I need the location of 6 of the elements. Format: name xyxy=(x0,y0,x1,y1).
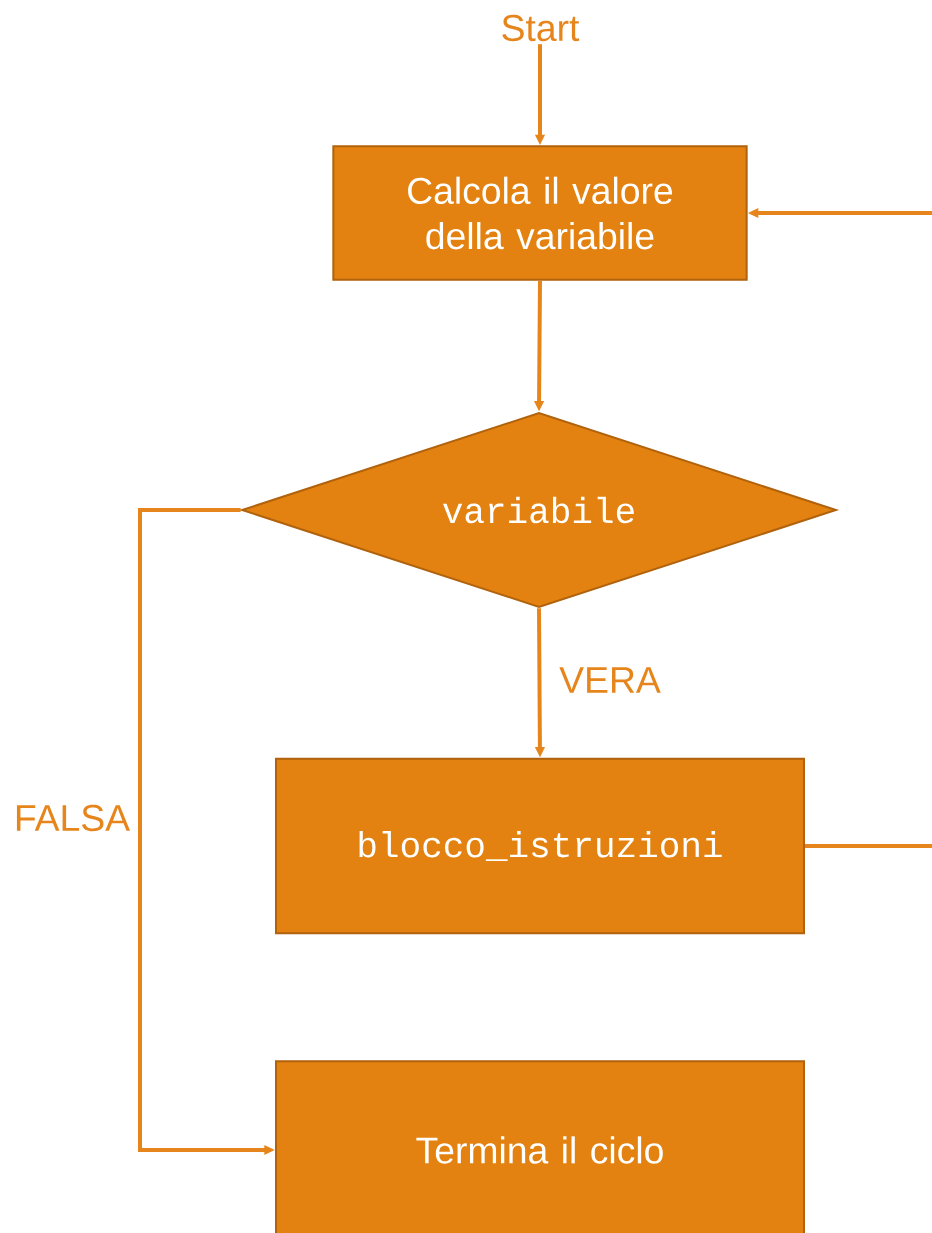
process-box: blocco_istruzioni xyxy=(275,757,805,935)
start-label: Start xyxy=(502,14,580,42)
process-box: Calcola il valore della variabile xyxy=(332,145,748,281)
edge-label: FALSA xyxy=(12,803,132,833)
edge-label: VERA xyxy=(557,665,663,695)
process-box: Termina il ciclo xyxy=(275,1060,805,1233)
